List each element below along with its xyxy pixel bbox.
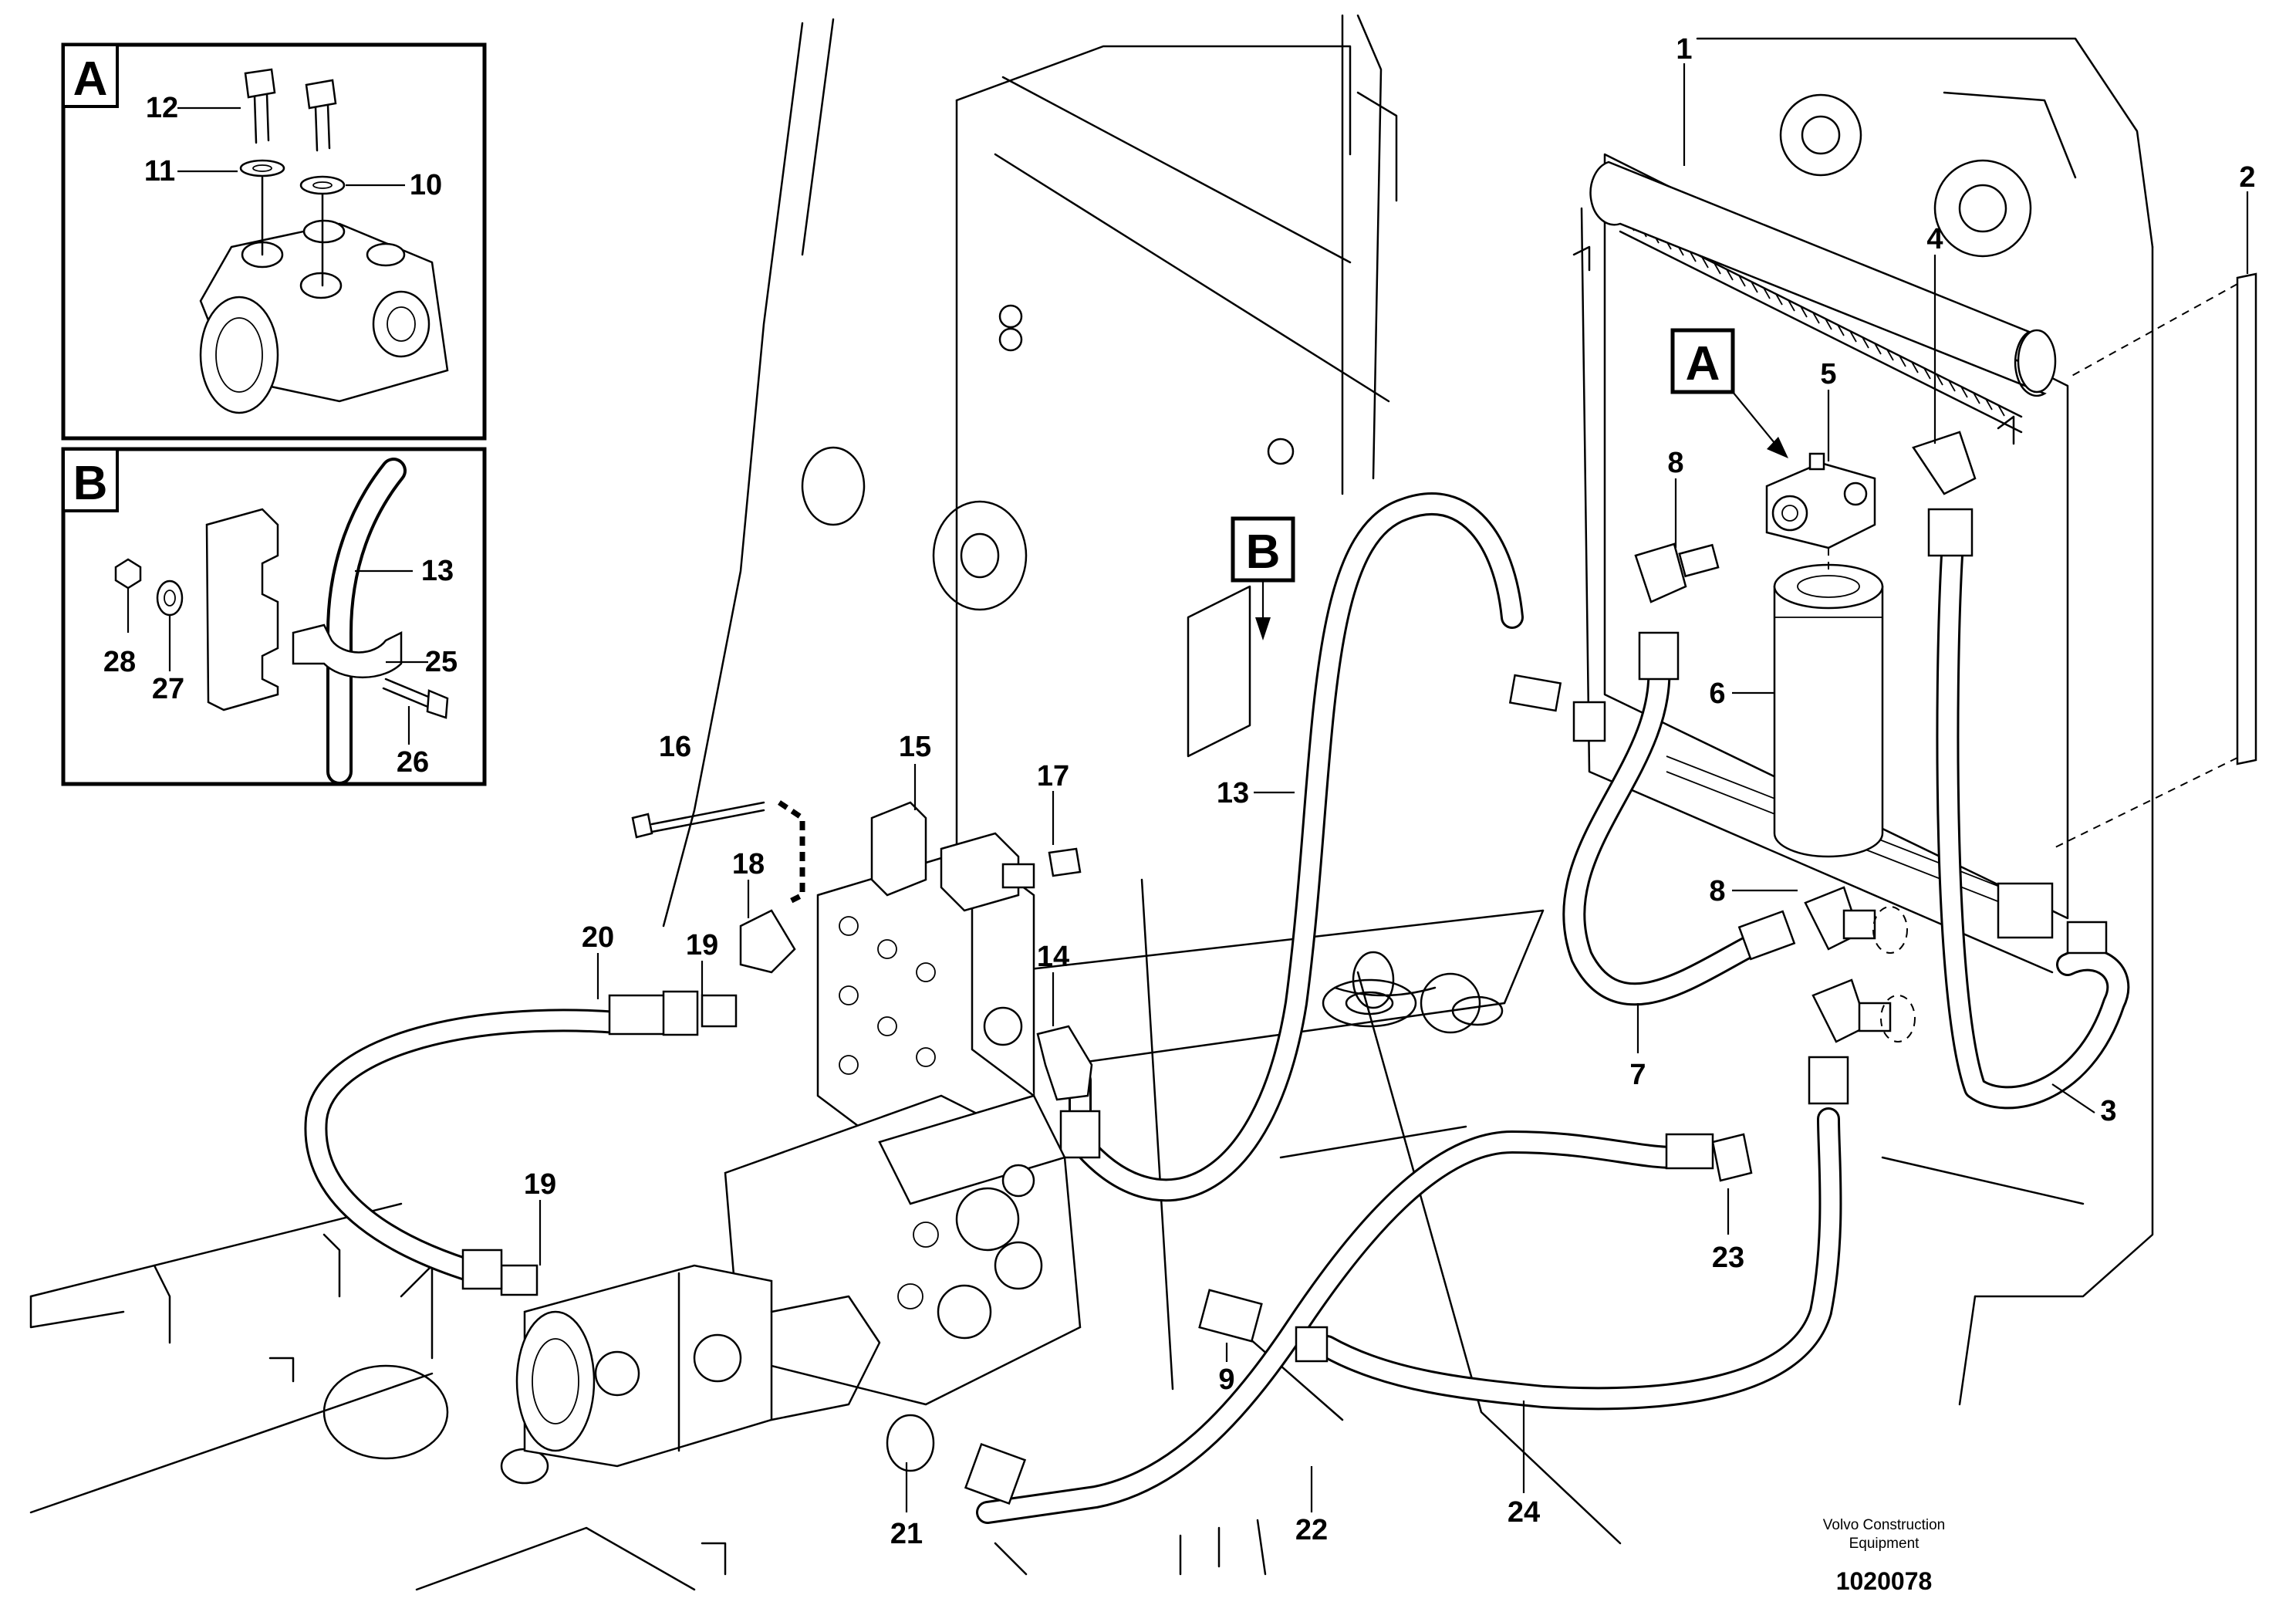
- label-9: 9: [1218, 1363, 1234, 1396]
- callout-b-letter: B: [1246, 525, 1281, 579]
- label-11: 11: [144, 155, 175, 188]
- label-19-lower: 19: [524, 1168, 556, 1201]
- label-23: 23: [1712, 1242, 1744, 1274]
- label-4: 4: [1926, 223, 1943, 255]
- inset-a: A 12 11 10: [61, 42, 487, 441]
- hoses: [304, 492, 2130, 1524]
- footer: Volvo Construction Equipment 1020078: [1823, 1517, 1945, 1595]
- inset-a-letter: A: [73, 52, 108, 106]
- label-16: 16: [659, 731, 691, 763]
- label-25: 25: [425, 646, 458, 678]
- callout-a: A: [1670, 328, 1788, 458]
- footer-brand-line1: Volvo Construction: [1823, 1517, 1945, 1533]
- label-22: 22: [1295, 1514, 1328, 1546]
- label-24: 24: [1508, 1496, 1540, 1529]
- footer-brand-line2: Equipment: [1849, 1536, 1920, 1552]
- machine-frame: [29, 14, 2154, 1591]
- inset-b-letter: B: [73, 457, 108, 510]
- label-10: 10: [410, 169, 442, 201]
- oil-filter: [1773, 563, 1884, 858]
- callout-b: B: [1231, 516, 1295, 640]
- label-15: 15: [899, 731, 931, 763]
- label-7: 7: [1629, 1059, 1646, 1091]
- fittings: [461, 431, 2108, 1505]
- label-13-inset: 13: [421, 555, 454, 587]
- label-2: 2: [2239, 161, 2255, 194]
- label-21: 21: [890, 1518, 923, 1550]
- label-8-lower: 8: [1709, 875, 1725, 907]
- label-28: 28: [103, 646, 136, 678]
- label-18: 18: [732, 848, 765, 880]
- label-20: 20: [582, 921, 614, 954]
- callout-a-letter: A: [1686, 337, 1720, 390]
- label-27: 27: [152, 673, 184, 705]
- part-labels: 1 2 3 4 5 6 7 8 8 9 13 14 15 16 17 18 19…: [524, 33, 2256, 1550]
- seal-strip: [2051, 272, 2257, 850]
- drawing-id: 1020078: [1836, 1567, 1933, 1595]
- label-26: 26: [397, 746, 429, 779]
- label-6: 6: [1709, 678, 1725, 710]
- label-8-upper: 8: [1667, 447, 1683, 479]
- label-19-upper: 19: [686, 929, 718, 961]
- label-13: 13: [1217, 777, 1249, 809]
- pump-assembly: [515, 1094, 1082, 1468]
- label-3: 3: [2100, 1095, 2116, 1127]
- label-17: 17: [1037, 760, 1069, 792]
- oil-cooler: [1572, 153, 2069, 974]
- label-1: 1: [1676, 33, 1692, 66]
- leader-lines: [539, 63, 2249, 1512]
- filter-head: [1765, 452, 1876, 571]
- label-12: 12: [146, 92, 178, 124]
- label-5: 5: [1820, 358, 1836, 390]
- inset-b: B 13 28 27 25 26: [61, 447, 487, 786]
- control-valve: [631, 800, 1035, 1144]
- label-14: 14: [1037, 941, 1069, 973]
